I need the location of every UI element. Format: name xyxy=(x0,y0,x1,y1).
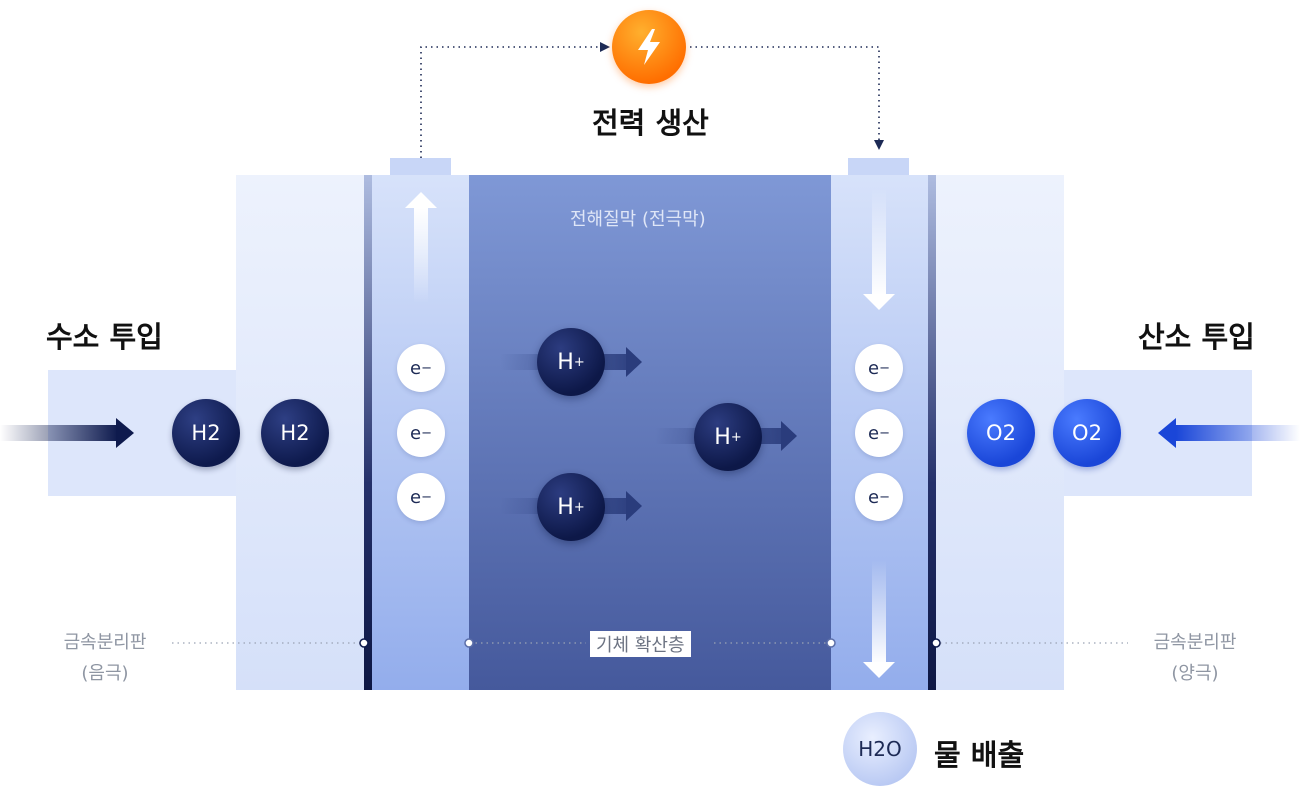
oxygen-input-label: 산소 투입 xyxy=(1138,320,1255,354)
electron-down-arrow-shaft xyxy=(872,188,886,296)
hydrogen-input-label: 수소 투입 xyxy=(46,320,163,354)
cathode-terminal xyxy=(848,158,909,175)
proton-arrow-1-head xyxy=(626,347,642,377)
water-molecule: H2O xyxy=(843,712,917,786)
hydrogen-molecule: H2 xyxy=(261,399,329,467)
circuit-line-left xyxy=(420,46,600,158)
electron: e− xyxy=(397,344,445,392)
separator-plate-cathode-label: 금속분리판 (양극) xyxy=(1130,627,1260,689)
power-generation-title: 전력 생산 xyxy=(592,106,709,140)
cathode-separator-plate xyxy=(928,175,936,690)
membrane-label: 전해질막 (전극막) xyxy=(570,209,706,230)
leader-dot-gdl-left xyxy=(464,638,474,648)
circuit-line-right xyxy=(690,46,880,140)
electron-down-arrowhead xyxy=(863,294,895,310)
anode-terminal xyxy=(390,158,451,175)
anode-separator-plate xyxy=(364,175,372,690)
oxygen-molecule: O2 xyxy=(967,399,1035,467)
electron: e− xyxy=(397,473,445,521)
oxygen-input-arrowhead xyxy=(1158,418,1176,448)
hydrogen-input-arrow-shaft xyxy=(0,425,118,441)
lightning-bolt-icon xyxy=(612,10,686,84)
circuit-arrowhead-right xyxy=(600,42,610,52)
separator-plate-cathode-type: (양극) xyxy=(1171,663,1219,684)
hydrogen-ion: H+ xyxy=(537,328,605,396)
separator-plate-cathode-name: 금속분리판 xyxy=(1153,632,1237,653)
leader-dot-gdl-right xyxy=(826,638,836,648)
oxygen-molecule: O2 xyxy=(1053,399,1121,467)
hydrogen-ion: H+ xyxy=(537,473,605,541)
water-output-label: 물 배출 xyxy=(934,738,1025,772)
water-down-arrowhead xyxy=(863,662,895,678)
circuit-arrowhead-down xyxy=(874,140,884,150)
proton-arrow-3-head xyxy=(781,421,797,451)
proton-arrow-2-head xyxy=(626,491,642,521)
gas-diffusion-layer-label: 기체 확산층 xyxy=(590,631,691,657)
leader-dot-plate-left xyxy=(359,638,369,648)
hydrogen-ion: H+ xyxy=(694,403,762,471)
separator-plate-anode-name: 금속분리판 xyxy=(63,632,147,653)
electron-up-arrow-shaft xyxy=(414,208,428,303)
electron: e− xyxy=(397,409,445,457)
leader-dot-plate-right xyxy=(931,638,941,648)
electron: e− xyxy=(855,473,903,521)
electron: e− xyxy=(855,409,903,457)
water-down-arrow-shaft xyxy=(872,560,886,664)
oxygen-input-arrow-shaft xyxy=(1176,425,1300,441)
hydrogen-molecule: H2 xyxy=(172,399,240,467)
electron: e− xyxy=(855,344,903,392)
electron-up-arrowhead xyxy=(405,192,437,208)
separator-plate-anode-type: (음극) xyxy=(81,663,129,684)
hydrogen-input-arrowhead xyxy=(116,418,134,448)
separator-plate-anode-label: 금속분리판 (음극) xyxy=(40,627,170,689)
